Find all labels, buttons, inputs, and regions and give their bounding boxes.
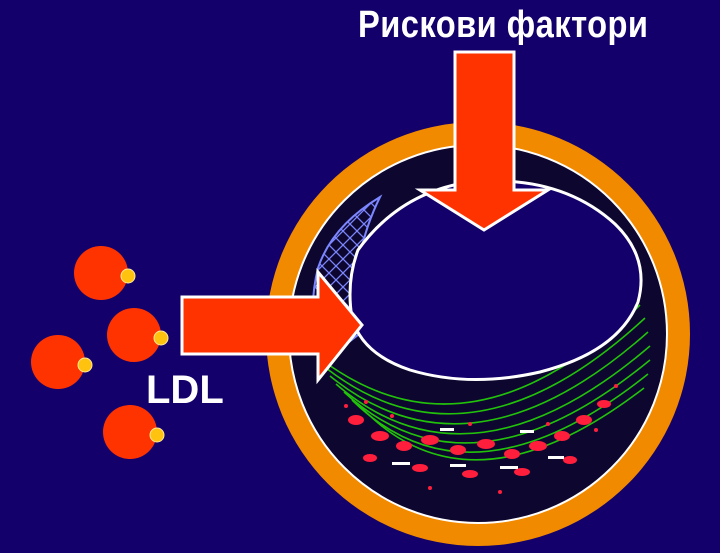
ldl-particle: [103, 405, 165, 459]
plaque-deposits: [344, 384, 618, 494]
ldl-particle: [74, 246, 136, 300]
ldl-entry-arrow: [180, 267, 364, 385]
risk-factors-label: Рискови фактори: [358, 4, 649, 46]
ldl-particles: [31, 246, 169, 459]
ldl-particle: [31, 335, 93, 389]
ldl-label: LDL: [146, 368, 224, 412]
risk-factors-arrow: [414, 50, 554, 232]
ldl-particle: [107, 308, 169, 362]
